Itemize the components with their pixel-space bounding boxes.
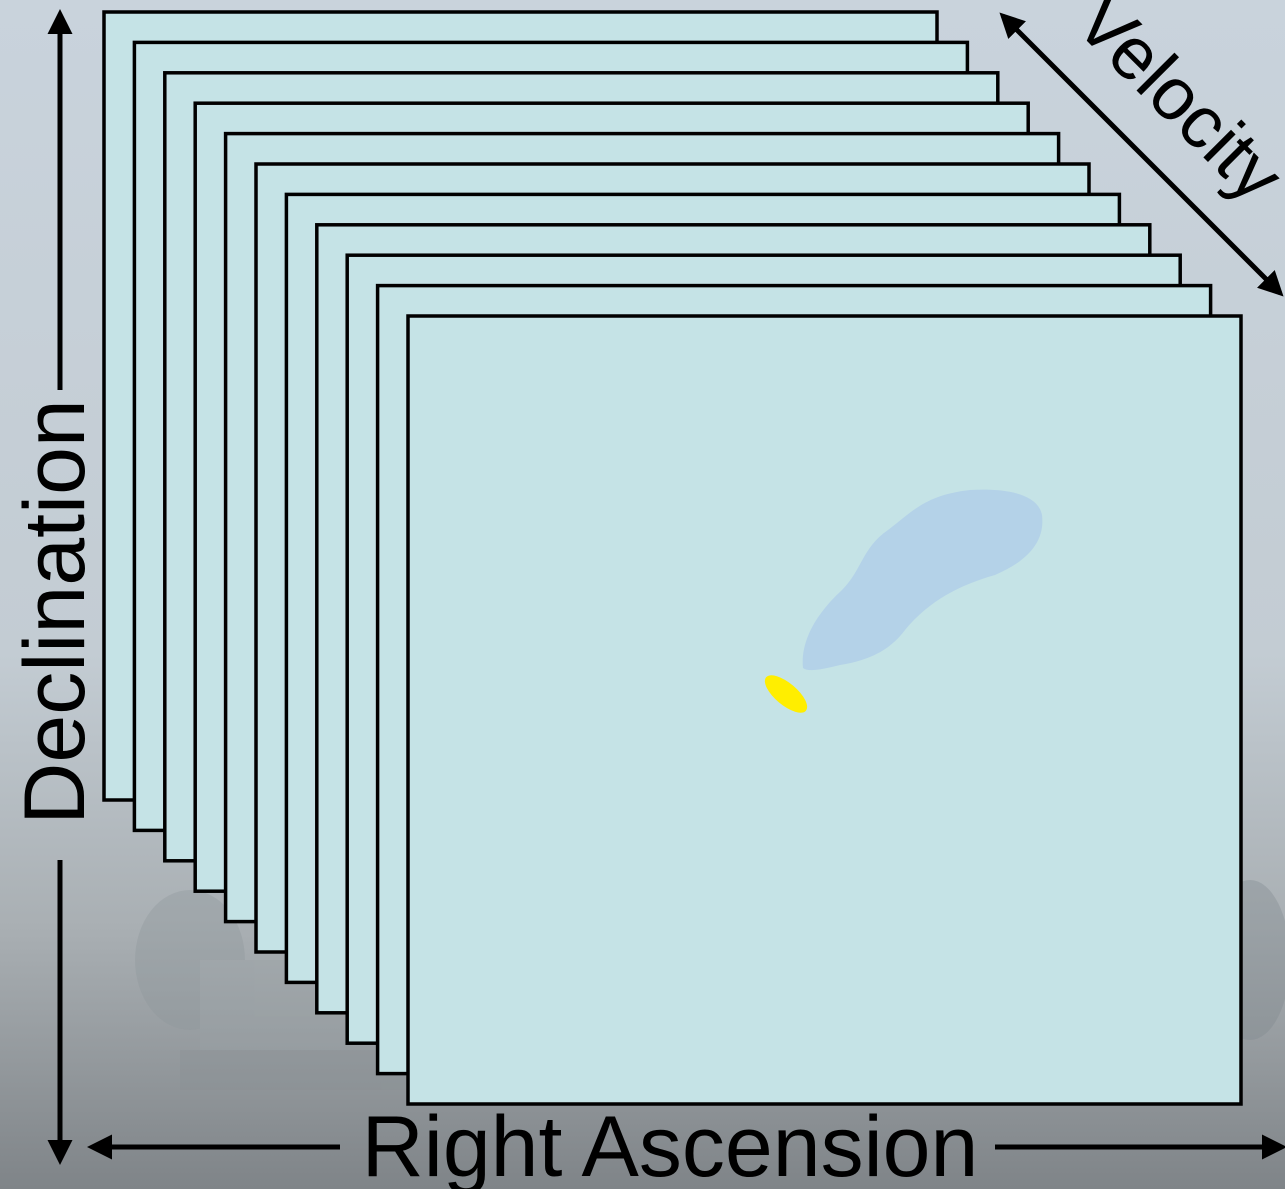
- axes: Declination Right Ascension Velocity: [7, 0, 1285, 1189]
- front-channel-emission: [764, 489, 1043, 713]
- front-velocity-channel: [406, 314, 1243, 1106]
- velocity-arrow: [999, 12, 1284, 297]
- velocity-channel-stack: [102, 10, 1243, 1106]
- declination-label: Declination: [7, 399, 103, 824]
- extended-emission-blob: [802, 489, 1043, 671]
- compact-emission-source: [764, 675, 808, 713]
- right-ascension-label: Right Ascension: [362, 1099, 979, 1189]
